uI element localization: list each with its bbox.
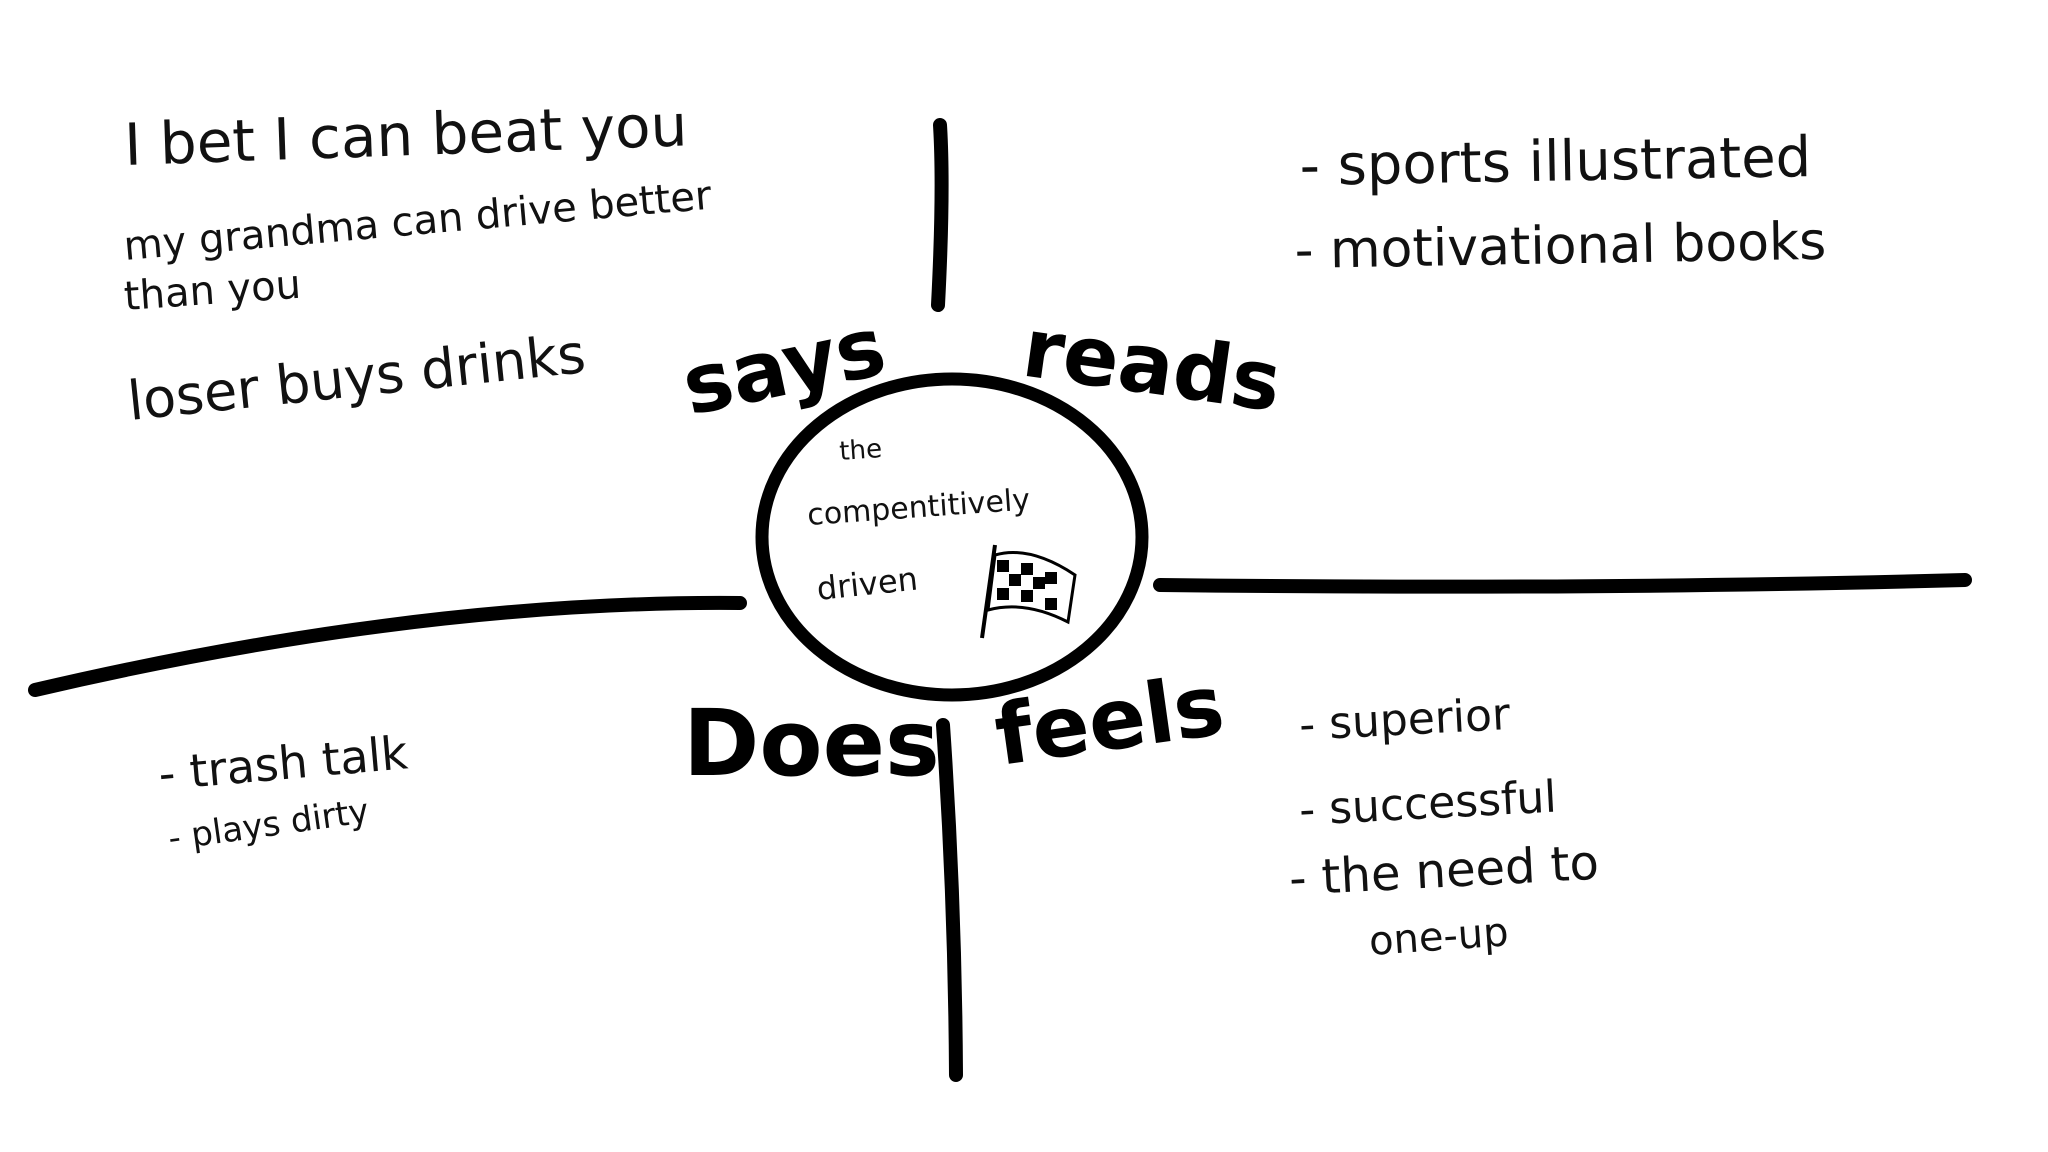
feels-item: - superior [1298, 689, 1512, 751]
feels-item: - successful [1298, 772, 1558, 836]
does-item: - plays dirty [166, 791, 372, 859]
top-vertical-line [931, 118, 949, 312]
feels-item: - the need to [1288, 835, 1601, 907]
label-does: Does [683, 690, 940, 797]
label-feels: feels [989, 656, 1230, 785]
center-text-line3: driven [815, 560, 920, 608]
reads-item: - sports illustrated [1299, 125, 1812, 199]
feels-item: one-up [1367, 909, 1509, 965]
says-item: my grandma can drive better [122, 173, 714, 270]
left-horizontal-line [28, 595, 747, 697]
center-circle [755, 372, 1149, 702]
does-item: - trash talk [156, 725, 410, 801]
center-text-line2: compentitively [806, 483, 1031, 533]
says-item: loser buys drinks [125, 322, 589, 433]
bottom-vertical-line [936, 718, 963, 1082]
right-horizontal-line [1153, 573, 1972, 594]
says-item: than you [122, 262, 302, 320]
says-item: I bet I can beat you [123, 91, 688, 179]
reads-item: - motivational books [1294, 212, 1826, 281]
label-says: says [674, 299, 893, 434]
checkered-flag-icon [980, 544, 1077, 639]
center-text-line1: the [838, 434, 883, 467]
